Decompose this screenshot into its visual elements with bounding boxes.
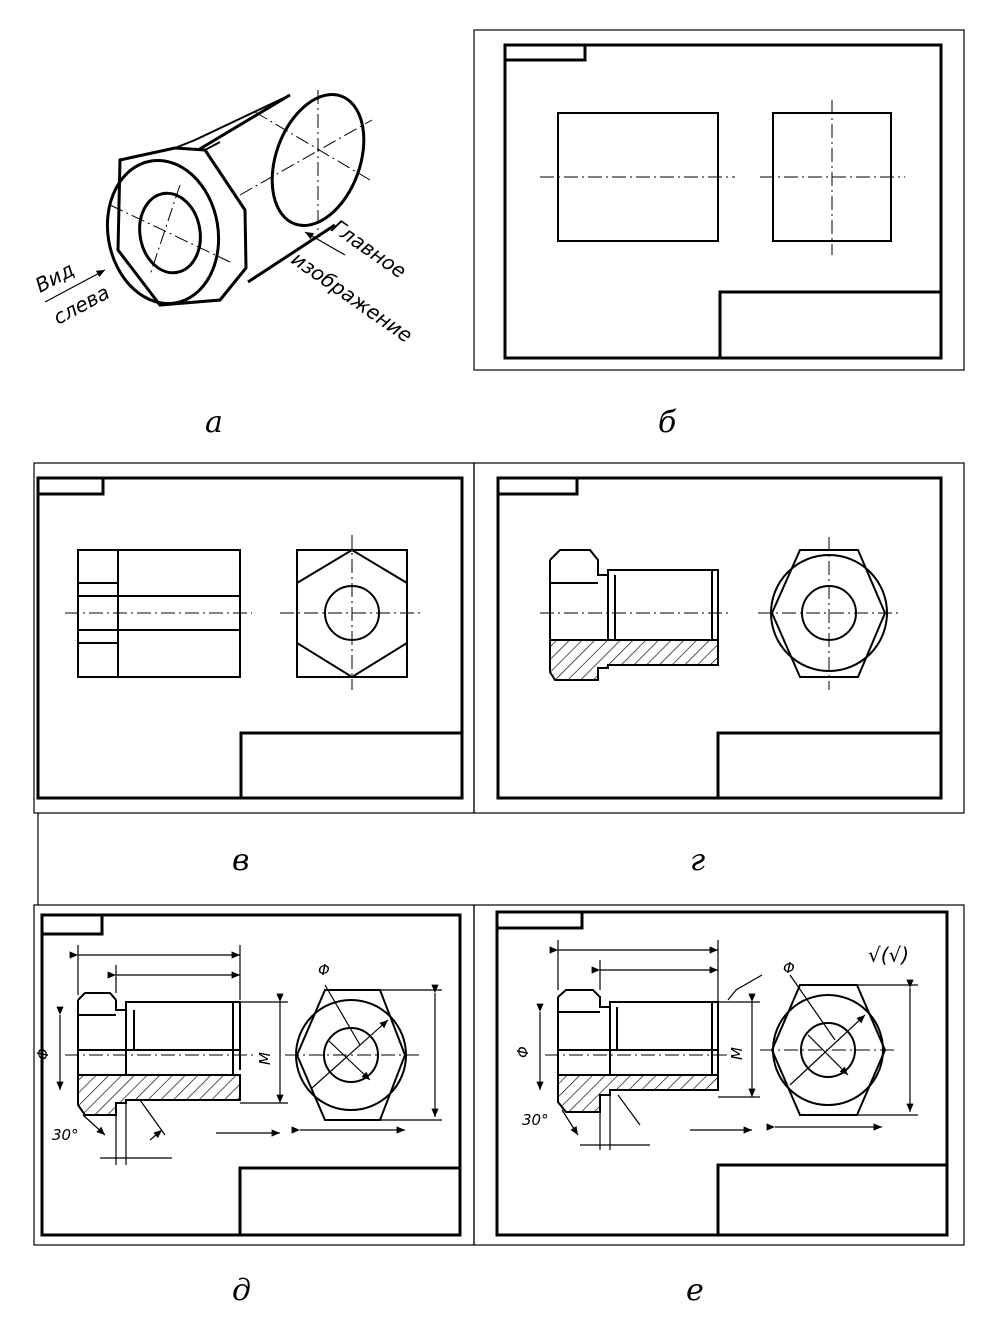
panel-g-sheet: [473, 462, 965, 814]
label-glavnoe-izobrazhenie: Главное изображение: [287, 214, 417, 347]
e-m-label: M: [728, 1047, 746, 1060]
label-vid-sleva: Вид слева: [31, 257, 113, 329]
caption-e: е: [686, 1273, 704, 1308]
panel-d-sheet: [33, 904, 475, 1246]
panel-e-sheet: [473, 904, 965, 1246]
d-hex-phi-label: Φ: [318, 961, 330, 979]
panel-a-isometric: [105, 90, 373, 307]
d-angle-label: 30°: [52, 1126, 79, 1144]
d-m-label: M: [256, 1052, 274, 1065]
e-roughness-mark: √(√): [868, 943, 909, 967]
vid-sleva-line1: Вид: [31, 257, 78, 297]
caption-g: г: [690, 843, 705, 878]
caption-v: в: [232, 843, 249, 878]
panel-v-sheet: [33, 462, 475, 814]
caption-b: б: [658, 405, 677, 440]
e-angle-label: 30°: [522, 1111, 549, 1129]
panel-b-sheet: [473, 29, 965, 371]
e-hex-phi-label: Φ: [783, 959, 795, 977]
caption-a: а: [205, 405, 223, 440]
d-phi-label: Φ: [34, 1048, 52, 1060]
e-phi-label: Φ: [514, 1046, 532, 1058]
caption-d: д: [232, 1273, 251, 1308]
